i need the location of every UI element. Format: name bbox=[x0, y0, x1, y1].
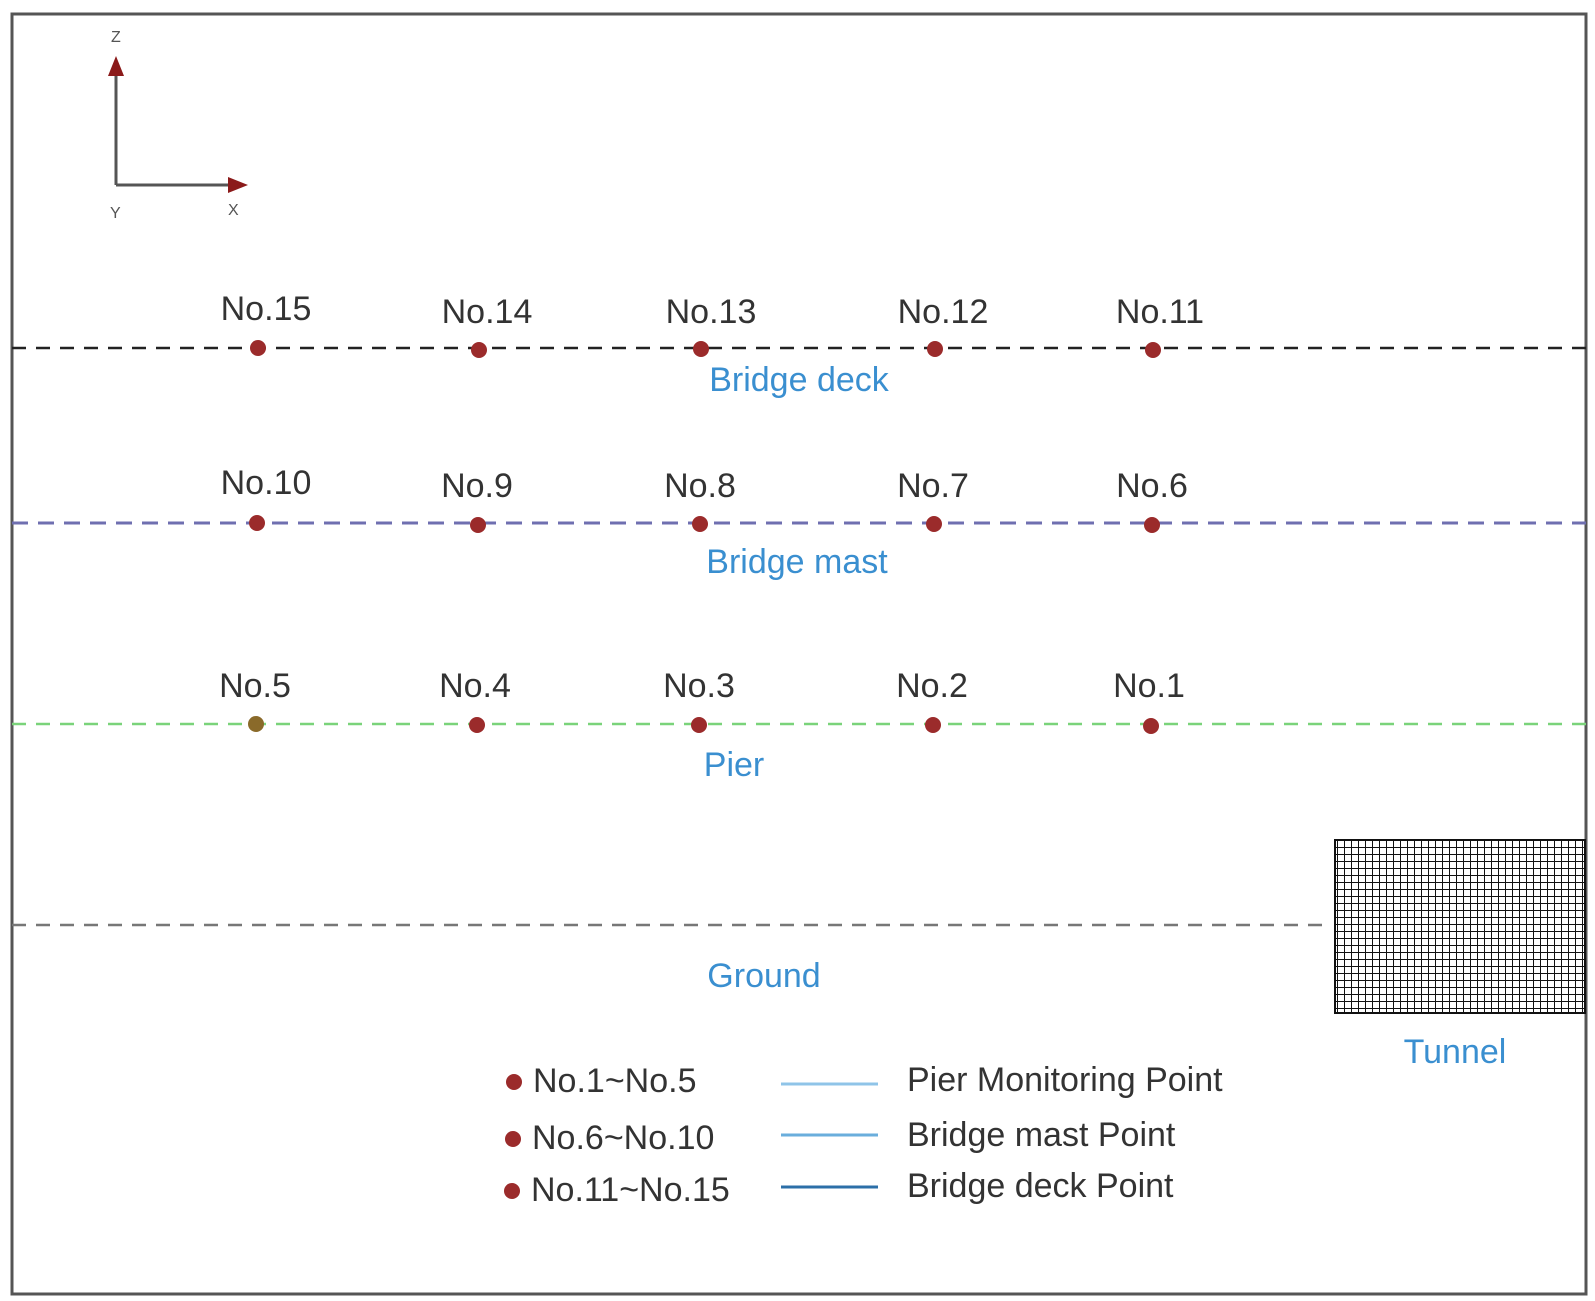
tunnel: Tunnel bbox=[1334, 839, 1586, 1071]
monitoring-point-no15 bbox=[250, 340, 266, 356]
x-axis-label: X bbox=[228, 202, 239, 219]
legend-range: No.1~No.5 bbox=[533, 1062, 697, 1100]
legend-description: Bridge mast Point bbox=[907, 1116, 1176, 1154]
monitoring-point-no5 bbox=[248, 716, 264, 732]
legend-range: No.6~No.10 bbox=[532, 1119, 714, 1157]
level-pier: No.5 No.4 No.3 No.2 No.1 Pier bbox=[12, 667, 1586, 784]
monitoring-point-no14 bbox=[471, 342, 487, 358]
x-axis-arrow-icon bbox=[228, 177, 248, 193]
point-label-no15: No.15 bbox=[221, 290, 312, 328]
point-label-no9: No.9 bbox=[441, 467, 513, 505]
point-label-no3: No.3 bbox=[663, 667, 735, 705]
point-label-no8: No.8 bbox=[664, 467, 736, 505]
legend-item: No.6~No.10 Bridge mast Point bbox=[505, 1116, 1176, 1157]
level-bridge-deck: No.15 No.14 No.13 No.12 No.11 Bridge dec… bbox=[12, 290, 1586, 399]
z-axis-label: Z bbox=[111, 29, 121, 46]
monitoring-point-no1 bbox=[1143, 718, 1159, 734]
monitoring-point-no7 bbox=[926, 516, 942, 532]
point-label-no4: No.4 bbox=[439, 667, 511, 705]
ground-level: Ground bbox=[12, 923, 1330, 995]
zone-label-ground: Ground bbox=[707, 957, 820, 995]
legend-description: Pier Monitoring Point bbox=[907, 1061, 1223, 1099]
legend-description: Bridge deck Point bbox=[907, 1167, 1174, 1205]
monitoring-point-no9 bbox=[470, 517, 486, 533]
legend-marker bbox=[504, 1183, 520, 1199]
point-label-no7: No.7 bbox=[897, 467, 969, 505]
monitoring-point-no3 bbox=[691, 717, 707, 733]
point-label-no5: No.5 bbox=[219, 667, 291, 705]
legend-range: No.11~No.15 bbox=[531, 1171, 730, 1209]
monitoring-point-no11 bbox=[1145, 342, 1161, 358]
monitoring-point-no10 bbox=[249, 515, 265, 531]
legend: No.1~No.5 Pier Monitoring Point No.6~No.… bbox=[504, 1061, 1223, 1209]
monitoring-point-no2 bbox=[925, 717, 941, 733]
legend-marker bbox=[505, 1131, 521, 1147]
monitoring-point-no6 bbox=[1144, 517, 1160, 533]
point-label-no10: No.10 bbox=[221, 464, 312, 502]
legend-item: No.1~No.5 Pier Monitoring Point bbox=[506, 1061, 1223, 1100]
zone-label-pier: Pier bbox=[704, 746, 764, 784]
monitoring-point-no8 bbox=[692, 516, 708, 532]
monitoring-point-no12 bbox=[927, 341, 943, 357]
zone-label-bridge-mast: Bridge mast bbox=[706, 543, 888, 581]
legend-marker bbox=[506, 1074, 522, 1090]
point-label-no12: No.12 bbox=[898, 293, 989, 331]
y-axis-label: Y bbox=[110, 205, 121, 222]
point-label-no6: No.6 bbox=[1116, 467, 1188, 505]
point-label-no1: No.1 bbox=[1113, 667, 1185, 705]
point-label-no13: No.13 bbox=[666, 293, 757, 331]
tunnel-label: Tunnel bbox=[1404, 1033, 1507, 1071]
point-label-no11: No.11 bbox=[1116, 293, 1204, 331]
monitoring-point-no4 bbox=[469, 717, 485, 733]
zone-label-bridge-deck: Bridge deck bbox=[709, 361, 890, 399]
point-label-no14: No.14 bbox=[442, 293, 533, 331]
z-axis-arrow-icon bbox=[108, 56, 124, 76]
diagram-frame bbox=[10, 12, 1588, 1296]
legend-item: No.11~No.15 Bridge deck Point bbox=[504, 1167, 1174, 1209]
tunnel-mesh bbox=[1334, 839, 1586, 1014]
point-label-no2: No.2 bbox=[896, 667, 968, 705]
level-bridge-mast: No.10 No.9 No.8 No.7 No.6 Bridge mast bbox=[12, 464, 1586, 581]
axis-indicator: Z Y X bbox=[108, 29, 248, 222]
monitoring-point-no13 bbox=[693, 341, 709, 357]
